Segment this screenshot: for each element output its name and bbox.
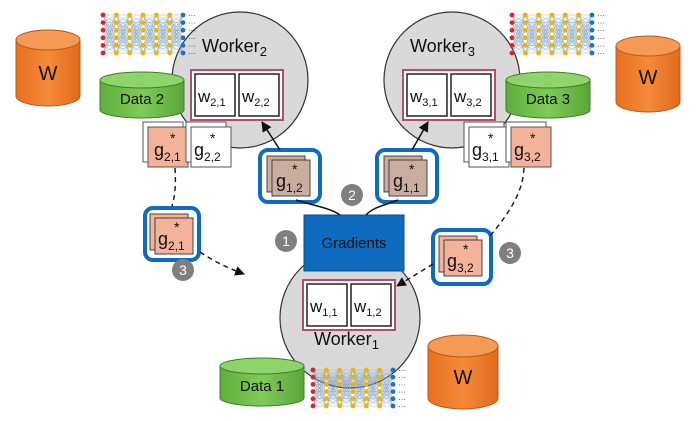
- svg-text:3: 3: [506, 245, 514, 261]
- svg-text:*: *: [530, 130, 536, 146]
- svg-text:*: *: [210, 130, 216, 146]
- data1-label: Data 1: [240, 378, 284, 395]
- svg-text:3: 3: [179, 262, 187, 278]
- grad-g12-transfer: g1,2 *: [258, 148, 322, 204]
- svg-text:w1,2: w1,2: [353, 297, 382, 319]
- svg-text:···: ···: [188, 34, 196, 43]
- svg-text:w1,1: w1,1: [309, 297, 338, 319]
- svg-text:···: ···: [188, 26, 196, 35]
- param-w21: [194, 73, 236, 117]
- grad-g32-sent: g3,2 *: [431, 228, 493, 286]
- svg-text:g3,1: g3,1: [472, 140, 499, 164]
- step-badge-3-left: 3: [172, 259, 194, 281]
- svg-text:w3,2: w3,2: [453, 87, 482, 109]
- neural-network-icon: ··················: [100, 11, 196, 58]
- svg-text:···: ···: [398, 373, 406, 382]
- grad-g21-sent: g2,1 *: [143, 206, 201, 262]
- grad-card-g21: g2,1 *: [142, 121, 189, 168]
- grad-card-g31: g3,1 *: [463, 121, 510, 168]
- svg-text:···: ···: [597, 26, 605, 35]
- grad-card-g32: g3,2 *: [505, 121, 552, 168]
- dashed-g21-to-worker1: [199, 251, 245, 276]
- arrow-g11-to-worker3: [411, 121, 429, 151]
- w-label-bottom: W: [454, 367, 473, 389]
- connector-gradients-right: [365, 199, 399, 216]
- step-badge-1: 1: [275, 230, 297, 252]
- worker2-label: Worker2: [202, 36, 267, 59]
- svg-text:1: 1: [282, 233, 290, 249]
- svg-text:2: 2: [348, 187, 356, 203]
- param-w31: [406, 73, 448, 117]
- w-label-right: W: [639, 67, 658, 89]
- svg-text:w2,2: w2,2: [241, 87, 270, 109]
- svg-text:···: ···: [398, 388, 406, 397]
- w-storage-left: W: [15, 29, 81, 107]
- svg-text:···: ···: [398, 395, 406, 404]
- param-w11: [306, 283, 348, 327]
- svg-text:g2,1: g2,1: [158, 229, 185, 253]
- svg-text:···: ···: [398, 366, 406, 375]
- svg-text:···: ···: [188, 11, 196, 20]
- svg-text:g1,2: g1,2: [276, 171, 303, 195]
- svg-text:···: ···: [188, 49, 196, 58]
- svg-text:···: ···: [398, 402, 406, 411]
- dashed-g32-down: [489, 167, 525, 237]
- svg-text:g3,2: g3,2: [447, 251, 474, 275]
- svg-text:*: *: [488, 130, 494, 146]
- data3-storage: Data 3: [505, 71, 591, 119]
- arrow-g12-to-worker2: [261, 121, 281, 151]
- svg-text:*: *: [463, 241, 469, 257]
- svg-text:···: ···: [398, 380, 406, 389]
- svg-text:···: ···: [597, 41, 605, 50]
- gradients-label: Gradients: [321, 235, 386, 252]
- svg-text:g3,2: g3,2: [514, 140, 541, 164]
- svg-text:···: ···: [188, 19, 196, 28]
- grad-card-g22: g2,2 *: [185, 121, 232, 168]
- step-badge-2: 2: [341, 184, 363, 206]
- svg-text:···: ···: [597, 34, 605, 43]
- data2-storage: Data 2: [99, 71, 185, 119]
- svg-text:···: ···: [188, 41, 196, 50]
- svg-text:···: ···: [597, 11, 605, 20]
- svg-text:···: ···: [597, 19, 605, 28]
- param-w32: [450, 73, 492, 117]
- worker1-label: Worker1: [314, 329, 379, 352]
- dashed-g32-to-worker1: [396, 263, 434, 287]
- connector-gradients-left: [295, 199, 341, 216]
- svg-text:g1,1: g1,1: [393, 171, 420, 195]
- svg-text:w2,1: w2,1: [197, 87, 226, 109]
- svg-text:g2,1: g2,1: [154, 140, 181, 164]
- gradients-aggregator: [303, 214, 405, 272]
- data3-label: Data 3: [526, 91, 570, 108]
- svg-text:···: ···: [597, 49, 605, 58]
- svg-text:*: *: [292, 161, 298, 177]
- svg-text:g2,2: g2,2: [194, 140, 221, 164]
- grad-g11-transfer: g1,1 *: [375, 148, 439, 204]
- svg-text:*: *: [174, 219, 180, 235]
- worker3-label: Worker3: [410, 36, 475, 59]
- neural-network-icon: ··················: [310, 366, 406, 411]
- svg-text:*: *: [409, 161, 415, 177]
- w-label-left: W: [39, 63, 58, 85]
- svg-text:*: *: [170, 130, 176, 146]
- step-badge-3-right: 3: [499, 242, 521, 264]
- svg-text:w3,1: w3,1: [409, 87, 438, 109]
- param-w12: [350, 283, 392, 327]
- neural-network-icon: ··················: [509, 11, 605, 58]
- w-storage-right: W: [615, 35, 681, 113]
- data2-label: Data 2: [120, 91, 164, 108]
- param-w22: [238, 73, 280, 117]
- data1-storage: Data 1: [219, 357, 305, 407]
- w-storage-bottom: W: [427, 334, 499, 410]
- dashed-g21-down: [171, 167, 177, 207]
